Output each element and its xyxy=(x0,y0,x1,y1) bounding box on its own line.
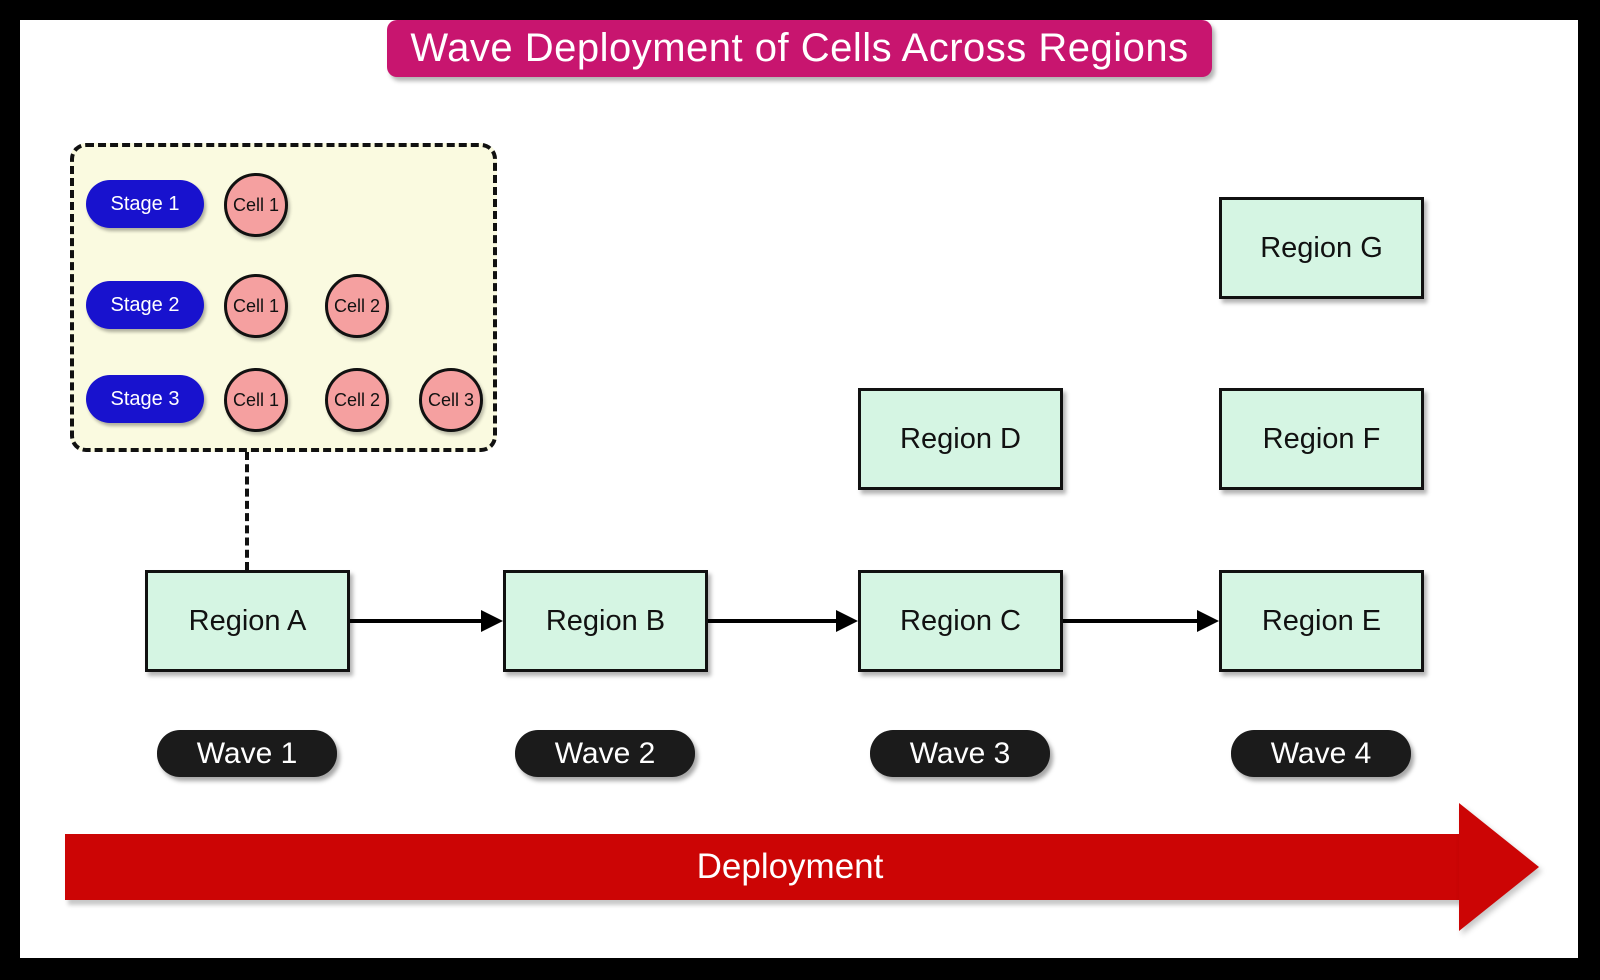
region-node-e: Region E xyxy=(1219,570,1424,672)
cell-label: Cell 2 xyxy=(333,295,381,316)
region-node-d: Region D xyxy=(858,388,1063,490)
region-node-b: Region B xyxy=(503,570,708,672)
region-label: Region E xyxy=(1261,604,1382,637)
region-label: Region C xyxy=(900,604,1021,637)
stage-1-label: Stage 1 xyxy=(110,192,180,215)
stage3-cell2-circle: Cell 2 xyxy=(325,368,389,432)
wave-3-pill: Wave 3 xyxy=(870,730,1050,777)
wave-label: Wave 1 xyxy=(196,736,298,770)
stage-3-pill: Stage 3 xyxy=(86,375,204,423)
page-title: Wave Deployment of Cells Across Regions xyxy=(410,26,1189,70)
wave-label: Wave 2 xyxy=(554,736,656,770)
cell-label: Cell 1 xyxy=(232,194,280,215)
region-label: Region B xyxy=(545,604,666,637)
region-node-f: Region F xyxy=(1219,388,1424,490)
region-node-g: Region G xyxy=(1219,197,1424,299)
region-node-a: Region A xyxy=(145,570,350,672)
legend-connector-line xyxy=(245,452,249,570)
deployment-arrow-head-icon xyxy=(1459,803,1539,931)
region-label: Region D xyxy=(900,422,1021,455)
wave-4-pill: Wave 4 xyxy=(1231,730,1411,777)
region-label: Region G xyxy=(1260,231,1383,264)
stage-1-pill: Stage 1 xyxy=(86,180,204,228)
cell-label: Cell 3 xyxy=(427,389,475,410)
title-banner: Wave Deployment of Cells Across Regions xyxy=(387,20,1212,77)
cell-label: Cell 1 xyxy=(232,389,280,410)
stage3-cell1-circle: Cell 1 xyxy=(224,368,288,432)
region-label: Region A xyxy=(188,604,307,637)
region-label: Region F xyxy=(1262,422,1381,455)
wave-label: Wave 3 xyxy=(909,736,1011,770)
arrow-a-b-head-icon xyxy=(481,610,503,632)
cell-label: Cell 2 xyxy=(333,389,381,410)
arrow-b-c-head-icon xyxy=(836,610,858,632)
stage3-cell3-circle: Cell 3 xyxy=(419,368,483,432)
deployment-arrow-body: Deployment xyxy=(65,834,1459,900)
stage-2-pill: Stage 2 xyxy=(86,281,204,329)
arrow-c-e-head-icon xyxy=(1197,610,1219,632)
stage-2-label: Stage 2 xyxy=(110,293,180,316)
legend-box: Stage 1 Stage 2 Stage 3 Cell 1 Cell 1 Ce… xyxy=(70,143,497,452)
deployment-label: Deployment xyxy=(696,847,884,886)
cell-label: Cell 1 xyxy=(232,295,280,316)
arrow-a-b-line xyxy=(350,619,482,623)
wave-2-pill: Wave 2 xyxy=(515,730,695,777)
stage2-cell2-circle: Cell 2 xyxy=(325,274,389,338)
region-node-c: Region C xyxy=(858,570,1063,672)
arrow-b-c-line xyxy=(708,619,837,623)
stage2-cell1-circle: Cell 1 xyxy=(224,274,288,338)
wave-1-pill: Wave 1 xyxy=(157,730,337,777)
arrow-c-e-line xyxy=(1063,619,1198,623)
stage-3-label: Stage 3 xyxy=(110,387,180,410)
stage1-cell1-circle: Cell 1 xyxy=(224,173,288,237)
wave-label: Wave 4 xyxy=(1270,736,1372,770)
